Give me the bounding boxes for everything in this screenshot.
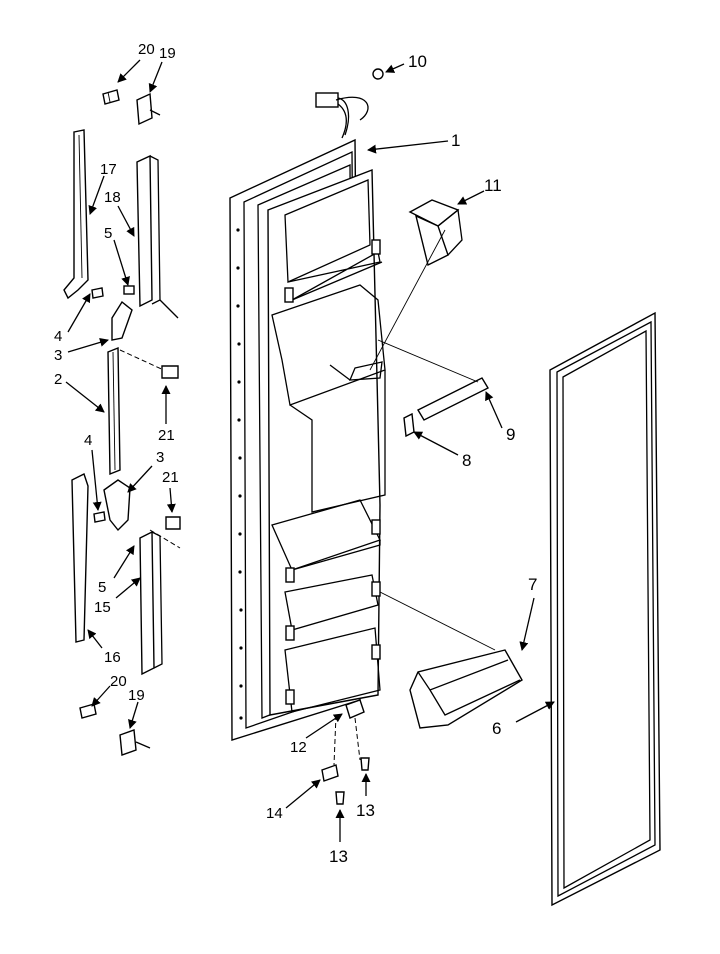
top-screw-20 [102,89,120,105]
wire-harness [315,68,384,139]
mullion-strip-2 [107,346,169,476]
callout-16: 16 [104,649,121,666]
callout-19: 19 [128,687,145,704]
callout-14: 14 [266,805,283,822]
trim-clip [403,412,415,438]
callout-12: 12 [290,739,307,756]
callout-3: 3 [54,347,62,364]
callout-5: 5 [98,579,106,596]
callout-18: 18 [104,189,121,206]
callout-1: 1 [451,131,460,150]
leader-lines [65,59,555,842]
callout-8: 8 [462,451,471,470]
door-gasket [549,311,661,907]
callout-20: 20 [138,41,155,58]
screw-21a [161,365,179,379]
hinge-bracket [333,699,365,766]
callout-6: 6 [492,719,501,738]
hinge-lower-3 [93,479,131,532]
callout-21: 21 [162,469,179,486]
door-panel [229,138,386,741]
callout-5: 5 [104,225,112,242]
hinge-channel-18 [136,154,179,319]
screw-21b [149,516,181,549]
screw-13a [360,757,370,771]
callout-13: 13 [329,847,348,866]
callout-9: 9 [506,425,515,444]
left-trim-17 [63,129,89,300]
callout-4: 4 [54,328,62,345]
callout-2: 2 [54,371,62,388]
top-cover-19 [136,92,161,126]
dispenser-chute [369,199,463,371]
hinge-pin [321,764,339,782]
callout-19: 19 [159,45,176,62]
hinge-upper-3 [91,285,135,341]
callout-7: 7 [528,575,537,594]
callout-20: 20 [110,673,127,690]
callout-15: 15 [94,599,111,616]
bottom-cover-19 [119,729,151,756]
callout-10: 10 [408,52,427,71]
callout-13: 13 [356,801,375,820]
bottom-screw-20 [79,703,97,719]
door-screw-holes [236,228,243,720]
door-bin [379,591,523,729]
left-trim-16 [71,473,89,643]
trim-strip [377,339,489,421]
callout-labels: 20 19 10 1 17 18 11 5 4 3 2 9 21 8 4 3 2… [54,41,537,866]
callout-11: 11 [484,176,502,195]
hinge-channel-15 [139,530,163,676]
callout-21: 21 [158,427,175,444]
screw-13b [335,791,345,805]
callout-3: 3 [156,449,164,466]
callout-4: 4 [84,432,92,449]
callout-17: 17 [100,161,117,178]
